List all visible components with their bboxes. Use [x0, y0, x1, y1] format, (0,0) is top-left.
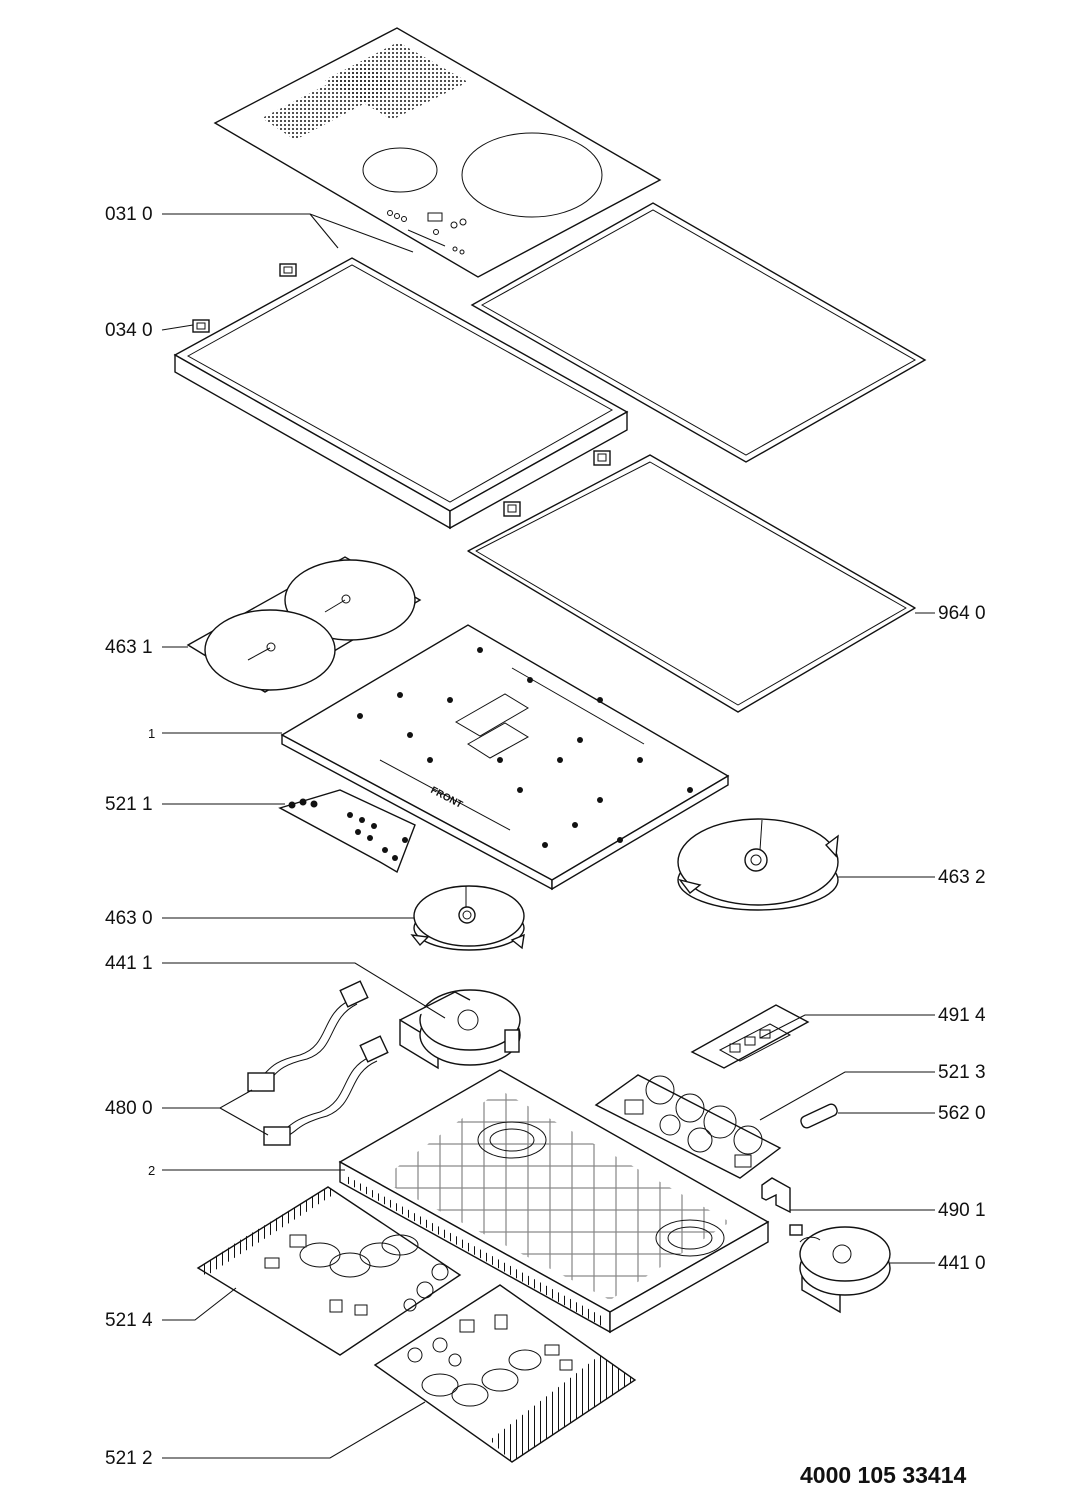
coil-carrier-plate [186, 556, 422, 693]
label-562-0: 562 0 [938, 1103, 986, 1124]
label-1: 1 [148, 726, 156, 741]
mounting-bracket [761, 1177, 791, 1214]
label-463-1: 463 1 [105, 637, 153, 658]
cooling-fan-upper [399, 989, 521, 1070]
label-490-1: 490 1 [938, 1200, 986, 1221]
cooling-fan-lower [789, 1224, 891, 1314]
gasket-sheet [470, 202, 927, 463]
label-521-3: 521 3 [938, 1062, 986, 1083]
label-491-4: 491 4 [938, 1005, 986, 1026]
label-031-0: 031 0 [105, 204, 153, 225]
label-463-0: 463 0 [105, 908, 153, 929]
label-521-1: 521 1 [105, 794, 153, 815]
frame-clips [192, 263, 611, 517]
small-induction-coil [410, 885, 525, 951]
ribbon-cables [247, 980, 389, 1146]
seal-gasket [467, 454, 916, 713]
fuse [800, 1103, 838, 1129]
large-induction-coil [677, 818, 839, 911]
label-521-4: 521 4 [105, 1310, 153, 1331]
power-board-right [373, 1284, 637, 1463]
bottom-housing [338, 1069, 770, 1334]
power-board-left [196, 1186, 462, 1356]
label-463-2: 463 2 [938, 867, 986, 888]
label-480-0: 480 0 [105, 1098, 153, 1119]
leader-lines [161, 213, 935, 1459]
label-441-1: 441 1 [105, 953, 153, 974]
label-2: 2 [148, 1163, 156, 1178]
glass-ceramic-top [213, 27, 662, 278]
control-board [278, 789, 416, 874]
terminal-bracket [690, 1004, 810, 1069]
document-number: 4000 105 33414 [800, 1462, 967, 1488]
filter-board [594, 1074, 782, 1179]
label-964-0: 964 0 [938, 603, 986, 624]
label-034-0: 034 0 [105, 320, 153, 341]
hob-frame [173, 257, 629, 530]
label-441-0: 441 0 [938, 1253, 986, 1274]
base-support-plate: FRONT [280, 624, 730, 891]
label-521-2: 521 2 [105, 1448, 153, 1469]
